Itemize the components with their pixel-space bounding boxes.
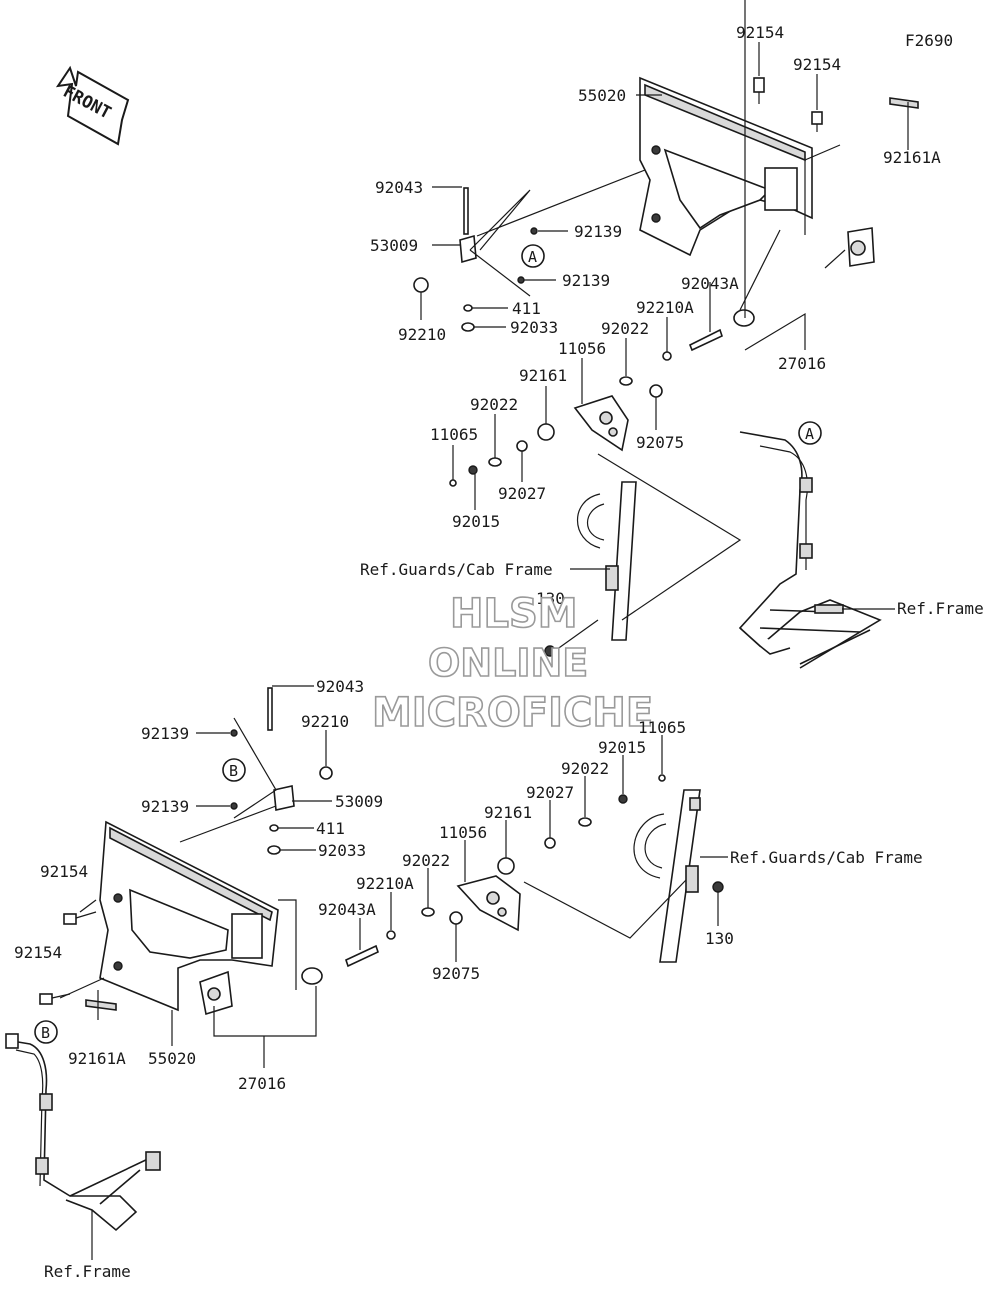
mudguard-panel-upper [639,76,813,257]
label-55020: 55020 [578,86,626,105]
label-92161-lower: 92161 [484,803,532,822]
frame-upper [738,431,882,669]
lower-assembly: B B [5,677,923,1281]
label-92139-a: 92139 [574,222,622,241]
label-11065-lower: 11065 [638,718,686,737]
label-92075-lower: 92075 [432,964,480,983]
label-411-lower: 411 [316,819,345,838]
label-92027-lower: 92027 [526,783,574,802]
label-27016: 27016 [778,354,826,373]
hinge-11056-upper [449,328,723,487]
bracket-53009-lower [230,687,333,855]
strip-92161a-lower [85,999,117,1011]
bolt-92154-lower-a [63,911,97,925]
label-92139-b: 92139 [562,271,610,290]
reflector-lower [199,967,323,1016]
frame-lower [5,1033,161,1232]
label-92022-lower-b: 92022 [402,851,450,870]
label-55020-lower: 55020 [148,1049,196,1068]
watermark-line1: HLSM [450,591,578,637]
label-92161a-lower: 92161A [68,1049,126,1068]
label-92161a: 92161A [883,148,941,167]
label-92161: 92161 [519,366,567,385]
label-92154-b: 92154 [793,55,841,74]
label-92043: 92043 [375,178,423,197]
watermark-line2: ONLINE [428,641,588,685]
callout-b-lower-label: B [229,762,238,780]
label-92022-b: 92022 [470,395,518,414]
label-ref-frame-lower: Ref.Frame [44,1262,131,1281]
strip-92161a-upper [889,97,919,109]
label-92015-lower: 92015 [598,738,646,757]
figure-code: F2690 [905,31,953,50]
label-92022-a: 92022 [601,319,649,338]
label-92139-lower-a: 92139 [141,724,189,743]
label-92043a: 92043A [681,274,739,293]
reflector-upper [733,227,875,327]
label-92210-lower: 92210 [301,712,349,731]
hinge-11056-lower [345,774,666,968]
label-92139-lower-b: 92139 [141,797,189,816]
callout-b-frame [34,1020,58,1044]
label-92210a: 92210A [636,298,694,317]
label-ref-frame: Ref.Frame [897,599,984,618]
label-92075: 92075 [636,433,684,452]
guard-tube-lower [633,789,724,963]
front-arrow-icon: FRONT [55,65,130,146]
label-92154-lower-a: 92154 [40,862,88,881]
label-92027: 92027 [498,484,546,503]
mudguard-panel-lower [99,820,279,1012]
label-ref-guards: Ref.Guards/Cab Frame [360,560,553,579]
leader-lines-lower [59,685,728,1260]
label-11056-lower: 11056 [439,823,487,842]
label-130-lower: 130 [705,929,734,948]
label-27016-lower: 27016 [238,1074,286,1093]
label-53009: 53009 [370,236,418,255]
callout-a-frame-label: A [805,425,814,443]
label-92033-lower: 92033 [318,841,366,860]
callout-a-upper [521,244,545,268]
callout-b-lower [222,758,246,782]
label-92043a-lower: 92043A [318,900,376,919]
label-92154-lower-b: 92154 [14,943,62,962]
label-92210: 92210 [398,325,446,344]
label-130: 130 [536,589,565,608]
label-92033: 92033 [510,318,558,337]
label-411: 411 [512,299,541,318]
watermark-line3: MICROFICHE [372,690,653,736]
label-92015: 92015 [452,512,500,531]
label-92043-lower: 92043 [316,677,364,696]
label-92154-a: 92154 [736,23,784,42]
label-53009-lower: 53009 [335,792,383,811]
bracket-53009-upper [413,187,538,332]
label-11056: 11056 [558,339,606,358]
bolt-92154-b [811,111,823,132]
bolt-92154-a [753,77,765,104]
callout-a-upper-label: A [528,248,537,266]
guard-tube-upper [544,481,637,657]
label-11065: 11065 [430,425,478,444]
callout-a-frame [798,421,822,445]
label-92022-lower-a: 92022 [561,759,609,778]
leader-lines-upper [420,0,909,651]
watermark: HLSM ONLINE MICROFICHE [371,590,654,737]
label-92210a-lower: 92210A [356,874,414,893]
label-ref-guards-lower: Ref.Guards/Cab Frame [730,848,923,867]
upper-assembly: A A [360,0,984,669]
callout-b-frame-label: B [41,1024,50,1042]
